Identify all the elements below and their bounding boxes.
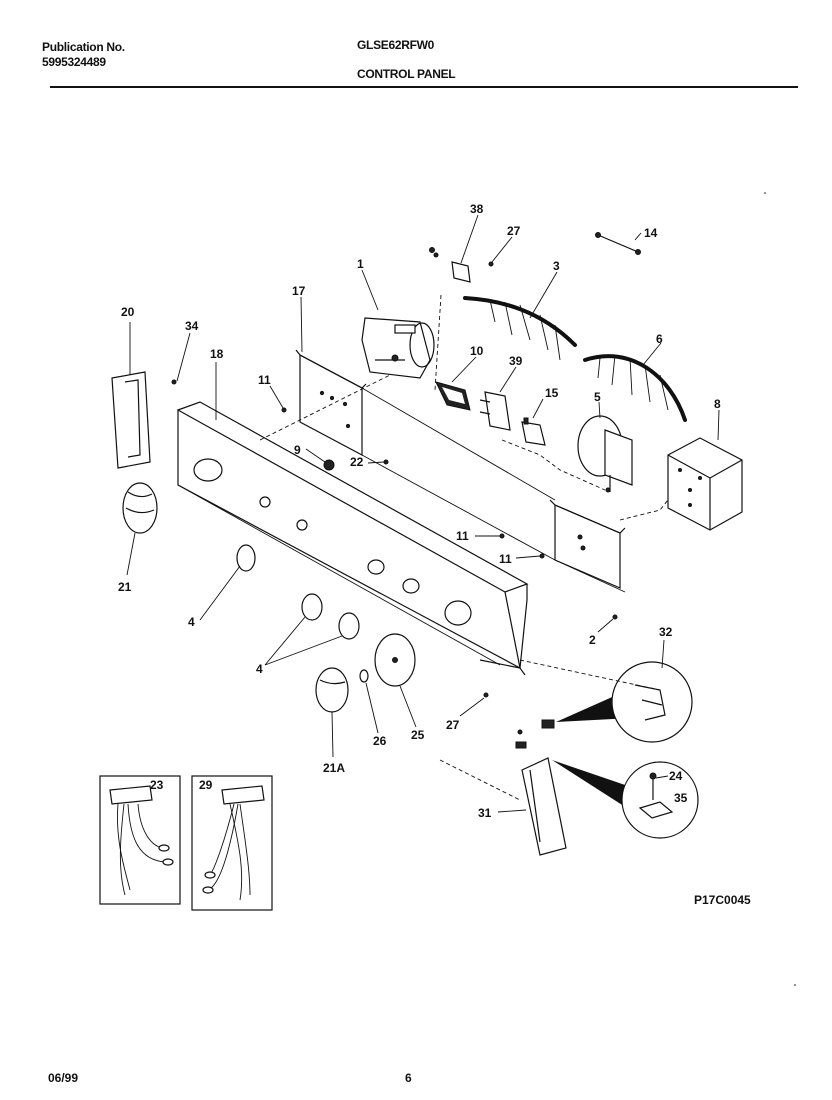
header-rule bbox=[50, 86, 798, 88]
knobs-4 bbox=[236, 544, 360, 640]
assembly-lines bbox=[259, 294, 669, 801]
callout-27-top: 27 bbox=[507, 224, 521, 238]
callout-8: 8 bbox=[714, 397, 721, 411]
harness-box-29 bbox=[191, 775, 273, 911]
wire-harness-6 bbox=[583, 354, 687, 422]
callout-14: 14 bbox=[644, 226, 658, 240]
model-number: GLSE62RFW0 bbox=[357, 38, 435, 52]
spring-26 bbox=[359, 669, 369, 683]
callout-labels: 38 27 14 3 1 17 20 34 18 6 10 11 39 15 5… bbox=[118, 202, 751, 907]
callout-4-left: 4 bbox=[188, 615, 195, 629]
bracket-38 bbox=[429, 247, 494, 283]
callout-35: 35 bbox=[674, 791, 688, 805]
callout-23: 23 bbox=[150, 778, 164, 792]
callout-24: 24 bbox=[669, 769, 683, 783]
end-cap-31 bbox=[515, 719, 567, 856]
detail-circle-24-35 bbox=[552, 760, 699, 839]
callout-26: 26 bbox=[373, 734, 387, 748]
publication-number: 5995324489 bbox=[42, 55, 106, 69]
callout-21a: 21A bbox=[323, 761, 345, 775]
callout-10: 10 bbox=[470, 344, 484, 358]
callout-38: 38 bbox=[470, 202, 484, 216]
wire-14 bbox=[595, 232, 641, 255]
terminal-block-8 bbox=[667, 437, 743, 531]
callout-1: 1 bbox=[357, 257, 364, 271]
footer-page-number: 6 bbox=[405, 1071, 412, 1085]
knob-21 bbox=[122, 482, 158, 534]
callout-31: 31 bbox=[478, 806, 492, 820]
timer-1 bbox=[361, 317, 435, 379]
console-panel bbox=[177, 401, 529, 676]
part-5 bbox=[577, 415, 633, 493]
harness-box-23 bbox=[99, 775, 181, 905]
callout-27-lower: 27 bbox=[446, 718, 460, 732]
callout-25: 25 bbox=[411, 728, 425, 742]
switch-15 bbox=[521, 417, 546, 446]
callout-2: 2 bbox=[589, 633, 596, 647]
callout-5: 5 bbox=[594, 390, 601, 404]
callout-22: 22 bbox=[350, 455, 364, 469]
rear-bracket-17 bbox=[295, 349, 367, 456]
callout-6: 6 bbox=[656, 332, 663, 346]
callout-39: 39 bbox=[509, 354, 523, 368]
callout-15: 15 bbox=[545, 386, 559, 400]
publication-label: Publication No. bbox=[42, 40, 125, 54]
screw-11-upper bbox=[281, 407, 287, 413]
screw-11-mid bbox=[499, 533, 505, 539]
callout-4-lower: 4 bbox=[256, 662, 263, 676]
switch-39 bbox=[479, 391, 511, 431]
callout-18: 18 bbox=[210, 347, 224, 361]
callout-34: 34 bbox=[185, 319, 199, 333]
leader-lines bbox=[126, 214, 720, 813]
part-10 bbox=[435, 381, 471, 411]
detail-circle-32 bbox=[556, 661, 693, 743]
callout-21: 21 bbox=[118, 580, 132, 594]
callout-17: 17 bbox=[292, 284, 306, 298]
wire-harness-3 bbox=[463, 296, 577, 361]
screw-2 bbox=[612, 614, 618, 620]
callout-11-upper: 11 bbox=[258, 373, 271, 387]
callout-9: 9 bbox=[294, 443, 301, 457]
callout-3: 3 bbox=[553, 259, 560, 273]
knob-21a bbox=[315, 667, 349, 713]
drawing-code: P17C0045 bbox=[694, 893, 751, 907]
end-cap-20 bbox=[111, 371, 177, 469]
callout-32: 32 bbox=[659, 625, 673, 639]
fastener-9 bbox=[323, 459, 335, 471]
screw-11-lower bbox=[539, 553, 545, 559]
section-title: CONTROL PANEL bbox=[357, 67, 456, 81]
callout-11-lower: 11 bbox=[499, 552, 512, 566]
screw-22 bbox=[383, 459, 389, 465]
footer-date: 06/99 bbox=[48, 1071, 79, 1085]
callout-11-mid: 11 bbox=[456, 529, 469, 543]
dial-25 bbox=[374, 633, 416, 687]
callout-29: 29 bbox=[199, 778, 213, 792]
right-end-bracket bbox=[549, 499, 626, 593]
callout-20: 20 bbox=[121, 305, 135, 319]
screw-27 bbox=[483, 692, 489, 698]
